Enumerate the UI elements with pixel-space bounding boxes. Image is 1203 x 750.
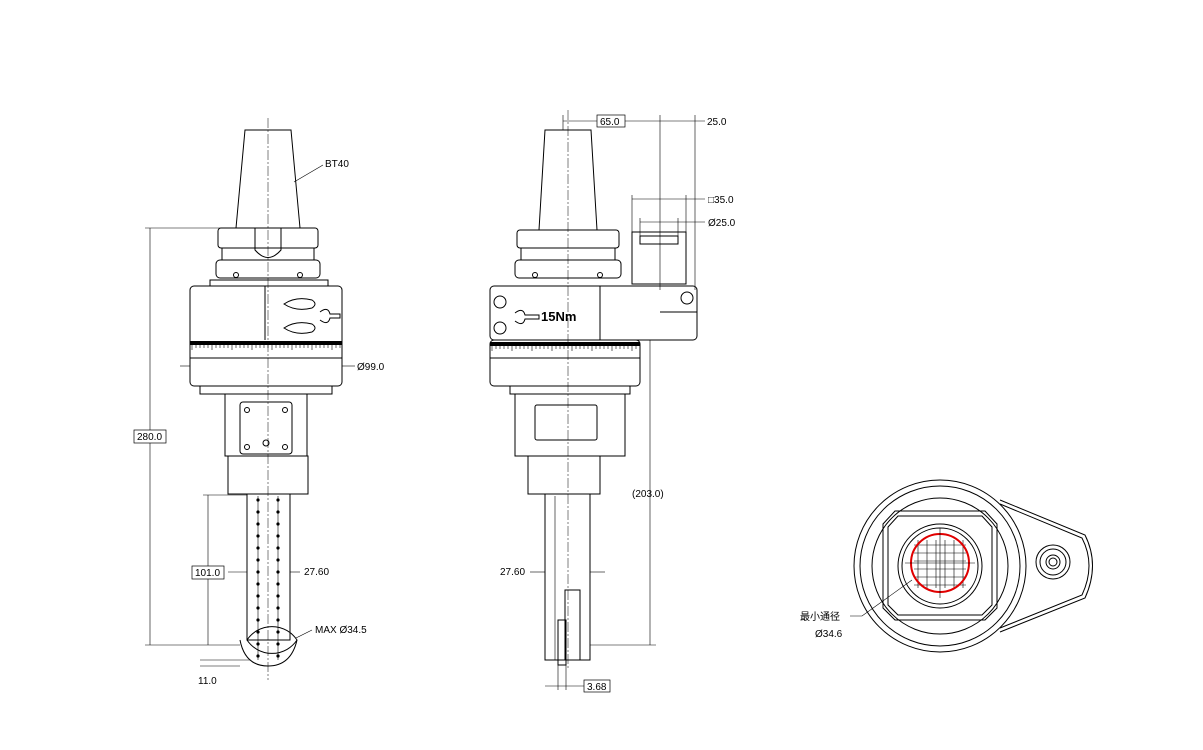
hole [256, 654, 260, 658]
hole [276, 546, 280, 550]
hole [256, 642, 260, 646]
motor [631, 231, 687, 285]
hole [256, 546, 260, 550]
shaft-length-label: 101.0 [195, 568, 220, 579]
hole [256, 510, 260, 514]
hole [256, 606, 260, 610]
hole [256, 570, 260, 574]
hole [276, 630, 280, 634]
hole [276, 558, 280, 562]
hole [256, 522, 260, 526]
motor-dia-label: Ø25.0 [708, 218, 736, 229]
bottom-view: 最小通径 Ø34.6 [800, 479, 1093, 653]
motor-square-label: □35.0 [708, 195, 734, 206]
ref-length-label: (203.0) [632, 489, 664, 500]
hole [276, 498, 280, 502]
ball-dia-label: MAX Ø34.5 [315, 625, 367, 636]
body-diameter-label: Ø99.0 [357, 362, 385, 373]
total-length-label: 280.0 [137, 432, 162, 443]
shaft-width-label: 27.60 [304, 567, 329, 578]
hole [256, 630, 260, 634]
motor-offset-label: 25.0 [707, 117, 727, 128]
hole [276, 654, 280, 658]
hole [276, 522, 280, 526]
hole [256, 618, 260, 622]
hole [256, 594, 260, 598]
hole [276, 534, 280, 538]
hole [276, 570, 280, 574]
hole [276, 606, 280, 610]
taper-label: BT40 [325, 159, 349, 170]
hole [276, 582, 280, 586]
hole [276, 642, 280, 646]
hole [276, 618, 280, 622]
blade-thickness-label: 3.68 [587, 682, 607, 693]
min-bore-label: 最小通径 [800, 610, 840, 623]
hole [256, 582, 260, 586]
offset-label: 65.0 [600, 117, 620, 128]
min-bore-value: Ø34.6 [815, 629, 843, 640]
torque-label: 15Nm [541, 309, 576, 324]
side-shaft-width-label: 27.60 [500, 567, 525, 578]
side-view: 15Nm 65.0 25.0 □35.0 Ø25.0 (203.0) 27.60 [489, 110, 736, 693]
hole [256, 534, 260, 538]
hole [256, 558, 260, 562]
wrench-icon [514, 309, 540, 325]
hole [276, 510, 280, 514]
wrench-icon [319, 308, 341, 324]
front-view: 280.0 101.0 27.60 MAX Ø34.5 11.0 Ø99.0 B… [133, 118, 385, 687]
main-body [189, 285, 343, 387]
hole [276, 594, 280, 598]
ball-offset-label: 11.0 [198, 676, 217, 687]
hole [256, 498, 260, 502]
